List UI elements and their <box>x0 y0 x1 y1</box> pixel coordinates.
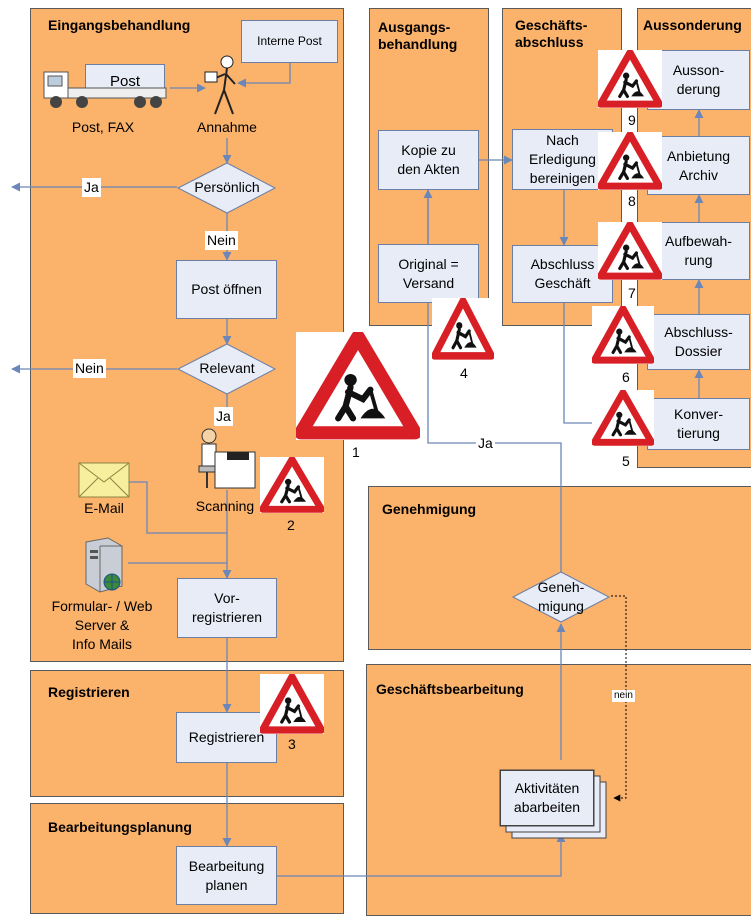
label-nein-genehmigung: nein <box>612 690 635 702</box>
construction-sign-icon <box>598 222 662 280</box>
label-post-fax: Post, FAX <box>71 119 135 135</box>
label-ja-relevant: Ja <box>214 407 233 426</box>
box-aussonderung: Ausson- derung <box>647 50 750 110</box>
envelope-icon <box>78 462 130 498</box>
lane-title-aussonderung: Aussonderung <box>643 17 742 33</box>
box-konvertierung: Konver- tierung <box>647 398 750 450</box>
box-aktivitaeten: Aktivitäten abarbeiten <box>500 770 594 826</box>
label-ja-genehmigung: Ja <box>476 434 495 453</box>
construction-sign-icon <box>592 306 654 364</box>
sign-number-7: 7 <box>628 285 636 301</box>
box-nach-erledigung: Nach Erledigung bereinigen <box>512 129 613 190</box>
label-ja-persoenlich: Ja <box>82 178 101 197</box>
box-anbietung: Anbietung Archiv <box>647 136 750 195</box>
sign-number-5: 5 <box>622 453 630 469</box>
decision-genehmigung: Geneh- migung <box>537 579 585 614</box>
sign-number-6: 6 <box>622 369 630 385</box>
box-post-oeffnen: Post öffnen <box>176 260 277 319</box>
label-nein-persoenlich: Nein <box>205 231 238 250</box>
decision-persoenlich: Persönlich <box>194 179 260 195</box>
sign-number-3: 3 <box>288 736 296 752</box>
label-nein-relevant: Nein <box>73 359 106 378</box>
label-annahme: Annahme <box>197 119 257 135</box>
sign-number-1: 1 <box>352 444 360 460</box>
decision-relevant: Relevant <box>199 360 255 376</box>
sign-number-4: 4 <box>460 365 468 381</box>
construction-sign-icon <box>598 132 662 190</box>
sign-number-8: 8 <box>628 193 636 209</box>
lane-title-geschaeft: Geschäfts- abschluss <box>515 17 588 50</box>
construction-sign-icon <box>296 332 420 440</box>
box-kopie: Kopie zu den Akten <box>378 130 479 190</box>
box-bearbeitung-planen: Bearbeitung planen <box>176 846 277 905</box>
label-scanning: Scanning <box>195 498 255 514</box>
lane-eingangsbehandlung <box>30 8 344 662</box>
lane-title-registrieren: Registrieren <box>48 684 130 700</box>
scanner-person-icon <box>198 428 256 489</box>
decision-persoenlich-shape <box>176 162 277 214</box>
walking-person-icon <box>204 55 236 115</box>
lane-genehmigung <box>368 486 751 650</box>
sign-number-2: 2 <box>287 517 295 533</box>
lane-title-eingang: Eingangsbehandlung <box>48 17 191 33</box>
construction-sign-icon <box>260 457 324 513</box>
box-original: Original = Versand <box>378 244 479 303</box>
box-vorregistrieren: Vor- registrieren <box>177 578 277 638</box>
truck-icon <box>43 71 167 108</box>
box-interne-post: Interne Post <box>241 20 338 63</box>
decision-genehmigung-shape <box>511 571 611 623</box>
construction-sign-icon <box>598 50 662 108</box>
label-formular: Formular- / Web Server & Info Mails <box>51 598 153 652</box>
lane-title-genehmigung: Genehmigung <box>382 501 477 517</box>
lane-title-planung: Bearbeitungsplanung <box>48 819 192 835</box>
label-email: E-Mail <box>84 500 124 516</box>
box-aufbewahrung: Aufbewah- rung <box>647 222 750 280</box>
lane-title-ausgang: Ausgangs- behandlung <box>378 19 458 52</box>
construction-sign-icon <box>592 390 654 446</box>
decision-relevant-shape <box>176 343 277 395</box>
construction-sign-icon <box>260 674 324 734</box>
server-icon <box>85 537 123 593</box>
sign-number-9: 9 <box>628 112 636 128</box>
box-abschluss-dossier: Abschluss- Dossier <box>647 314 750 370</box>
construction-sign-icon <box>432 298 494 360</box>
lane-title-bearbeitung: Geschäftsbearbeitung <box>376 681 524 697</box>
